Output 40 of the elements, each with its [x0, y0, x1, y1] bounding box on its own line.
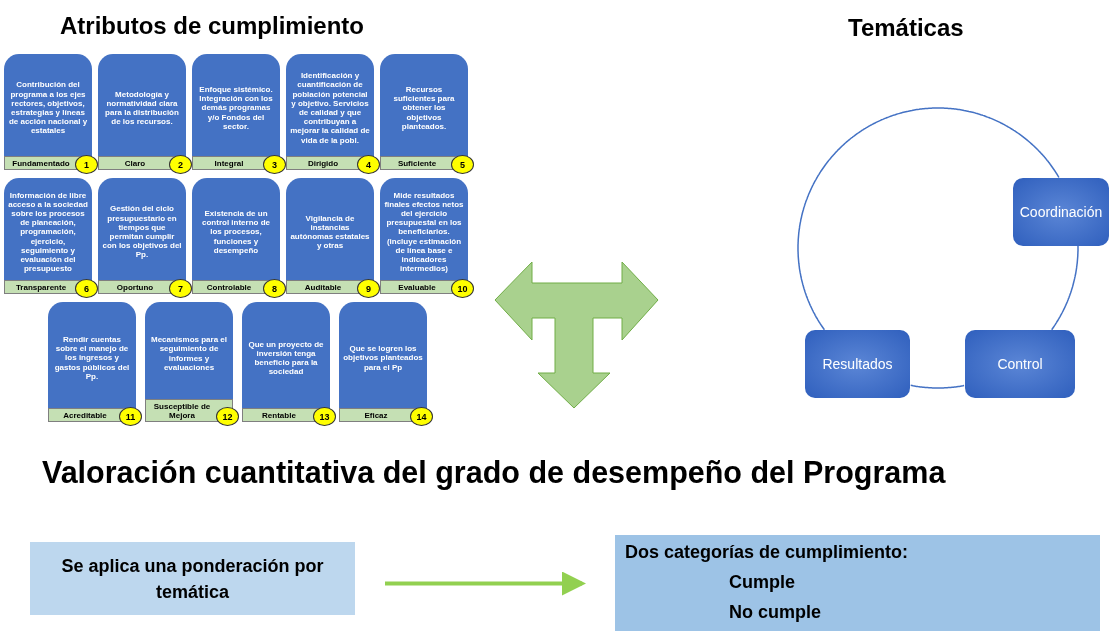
- number-badge: 11: [119, 407, 142, 426]
- theme-box: Resultados: [805, 330, 910, 398]
- number-badge: 9: [357, 279, 380, 298]
- theme-box: Coordinación: [1013, 178, 1109, 246]
- card-description: Información de libre acceso a la sociedad sobre los procesos de planeación, programación, ejercicio, seguimiento y evaluación del presupuesto: [8, 190, 88, 274]
- card-description: Contribución del programa a los ejes rectores, objetivos, estrategias y líneas de acción nacional y estatales: [8, 80, 88, 136]
- card-description: Rendir cuentas sobre el manejo de los ingresos y gastos públicos del Pp.: [53, 335, 131, 381]
- card-description: Vigilancia de instancias autónomas estatales y otras: [290, 213, 370, 251]
- card-description: Que un proyecto de inversión tenga beneficio para la sociedad: [247, 339, 325, 377]
- number-badge: 13: [313, 407, 336, 426]
- number-badge: 7: [169, 279, 192, 298]
- card-description: Enfoque sistémico. Integración con los demás programas y/o Fondos del sector.: [198, 85, 274, 131]
- number-badge: 1: [75, 155, 98, 174]
- section-heading: Atributos de cumplimiento: [60, 12, 364, 40]
- card-description: Gestión del ciclo presupuestario en tiempos que permitan cumplir con los objetivos del Pp.: [102, 204, 182, 260]
- cycle-connector: [1050, 245, 1079, 331]
- number-badge: 4: [357, 155, 380, 174]
- card-description: Mide resultados finales efectos netos del ejercicio presupuestal en los beneficiarios. (incluye estimación de línea base e indicadores intermedios): [384, 190, 464, 274]
- card-description: Recursos suficientes para obtener los objetivos planteados.: [392, 85, 456, 131]
- number-badge: 14: [410, 407, 433, 426]
- cycle-connector: [909, 384, 965, 389]
- diagram-title: Valoración cuantitativa del grado de desempeño del Programa: [42, 455, 946, 490]
- number-badge: 5: [451, 155, 474, 174]
- card-description: Que se logren los objetivos planteados para el Pp: [343, 344, 423, 372]
- number-badge: 6: [75, 279, 98, 298]
- number-badge: 2: [169, 155, 192, 174]
- number-badge: 12: [216, 407, 239, 426]
- number-badge: 10: [451, 279, 474, 298]
- theme-box: Control: [965, 330, 1075, 398]
- info-box: Dos categorías de cumplimiento: Cumple No cumple: [615, 535, 1100, 631]
- card-description: Mecanismos para el seguimiento de informes y evaluaciones: [149, 335, 228, 372]
- number-badge: 3: [263, 155, 286, 174]
- section-heading: Temáticas: [848, 14, 964, 42]
- card-description: Metodología y normatividad clara para la distribución de los recursos.: [104, 89, 180, 127]
- arrow: [385, 571, 586, 596]
- card-description: Identificación y cuantificación de población potencial y objetivo. Servicios de calidad y que contribuyan a mejorar la calidad de vida de la pobl.: [290, 71, 370, 145]
- info-box: Se aplica una ponderación por temática: [30, 542, 355, 615]
- number-badge: 8: [263, 279, 286, 298]
- cycle-connector: [797, 107, 1060, 331]
- card-description: Existencia de un control interno de los procesos, funciones y desempeño: [201, 209, 271, 255]
